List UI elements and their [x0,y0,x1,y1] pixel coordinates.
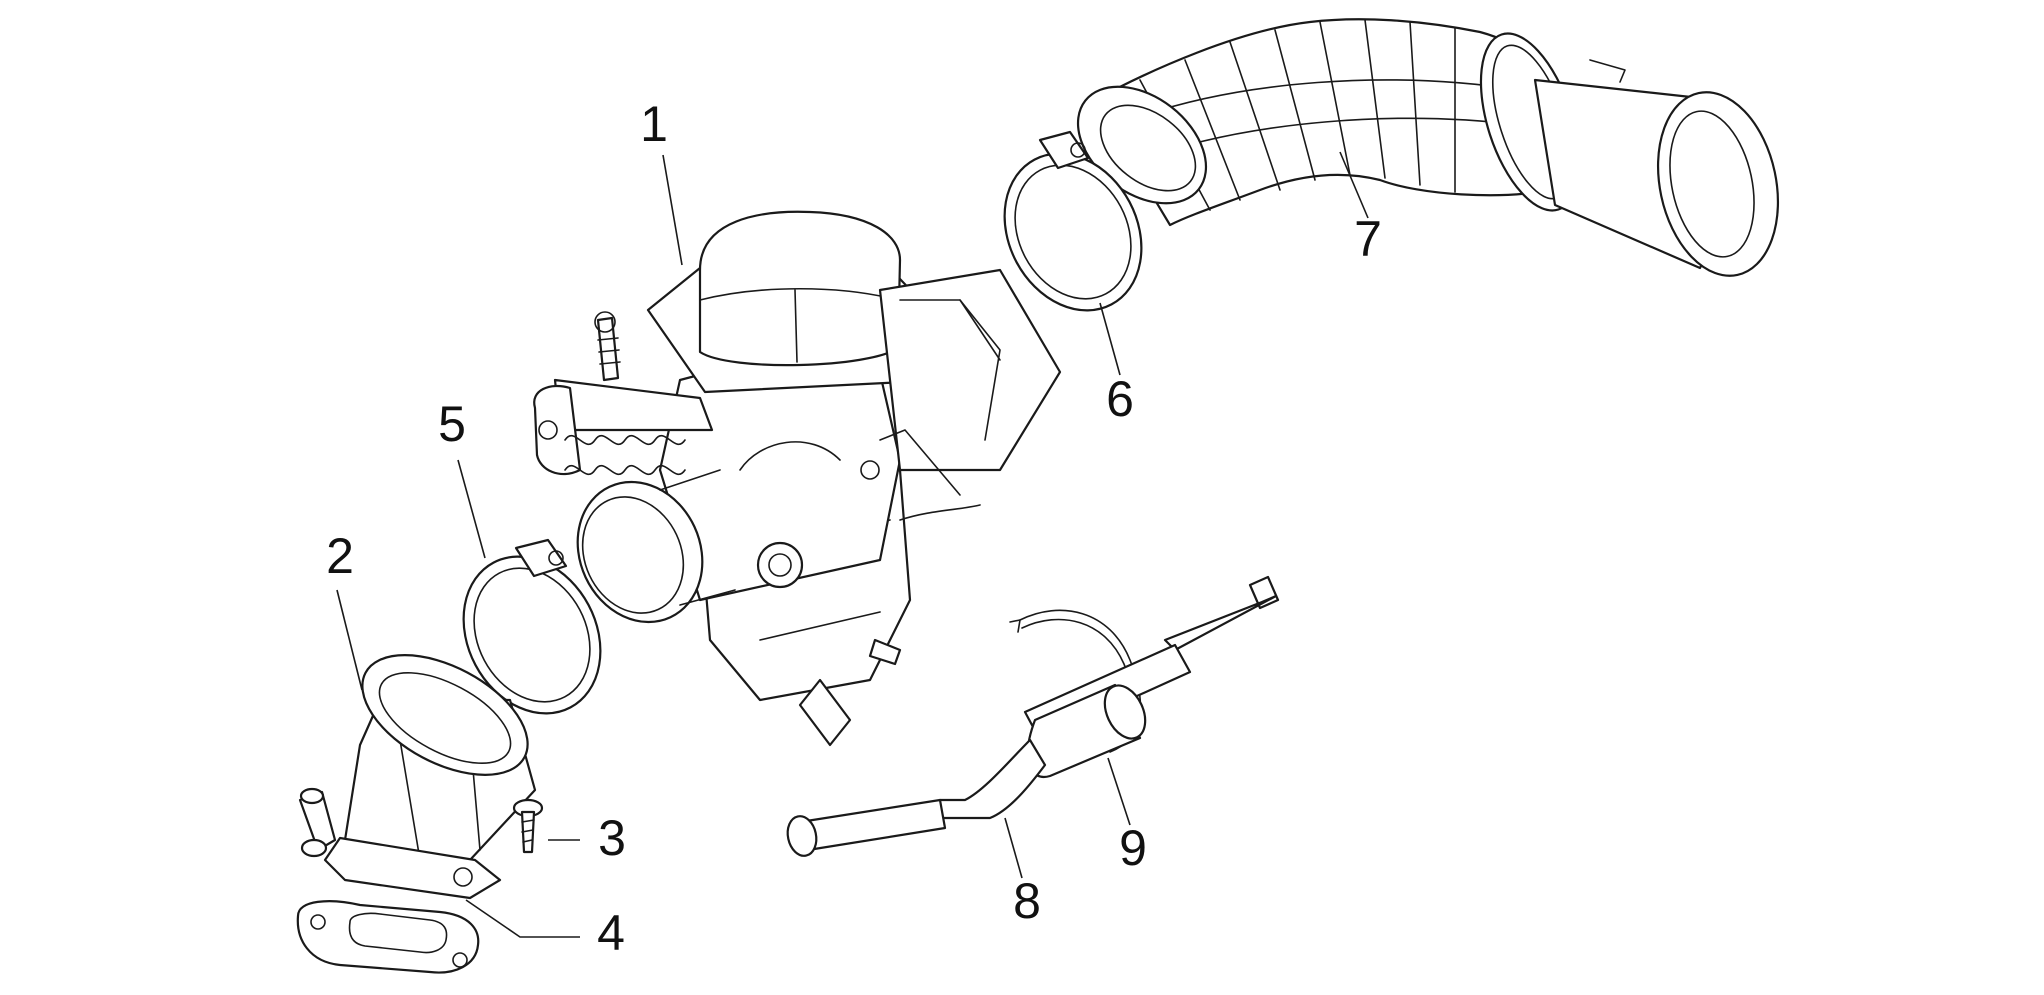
leader-8 [1004,817,1023,879]
part-4-gasket[interactable] [296,900,480,974]
callout-labels: 1 2 3 4 5 6 7 8 9 [326,96,1382,961]
leader-4 [465,899,580,938]
part-6-hose-clamp[interactable] [978,130,1168,335]
callout-6: 6 [1106,371,1134,427]
part-7-intake-duct[interactable] [1056,18,1794,287]
part-1-carburettor[interactable] [533,210,1062,747]
leader-9 [1107,757,1131,826]
callout-9: 9 [1119,820,1147,876]
callout-2: 2 [326,528,354,584]
part-3-screw[interactable] [512,798,544,854]
leader-2 [336,589,363,691]
callout-3: 3 [598,810,626,866]
callout-4: 4 [597,905,625,961]
leader-7 [1339,151,1369,219]
part-8-breather-tube[interactable] [784,575,1280,858]
part-5-hose-clamp[interactable] [437,533,627,738]
callout-5: 5 [438,396,466,452]
leader-6 [1099,302,1121,376]
callout-7: 7 [1354,211,1382,267]
leader-lines [336,151,1369,938]
leader-1 [662,154,683,266]
callout-8: 8 [1013,873,1041,929]
part-2-inlet-manifold[interactable] [298,630,547,900]
callout-1: 1 [640,96,668,152]
leader-5 [457,459,486,559]
